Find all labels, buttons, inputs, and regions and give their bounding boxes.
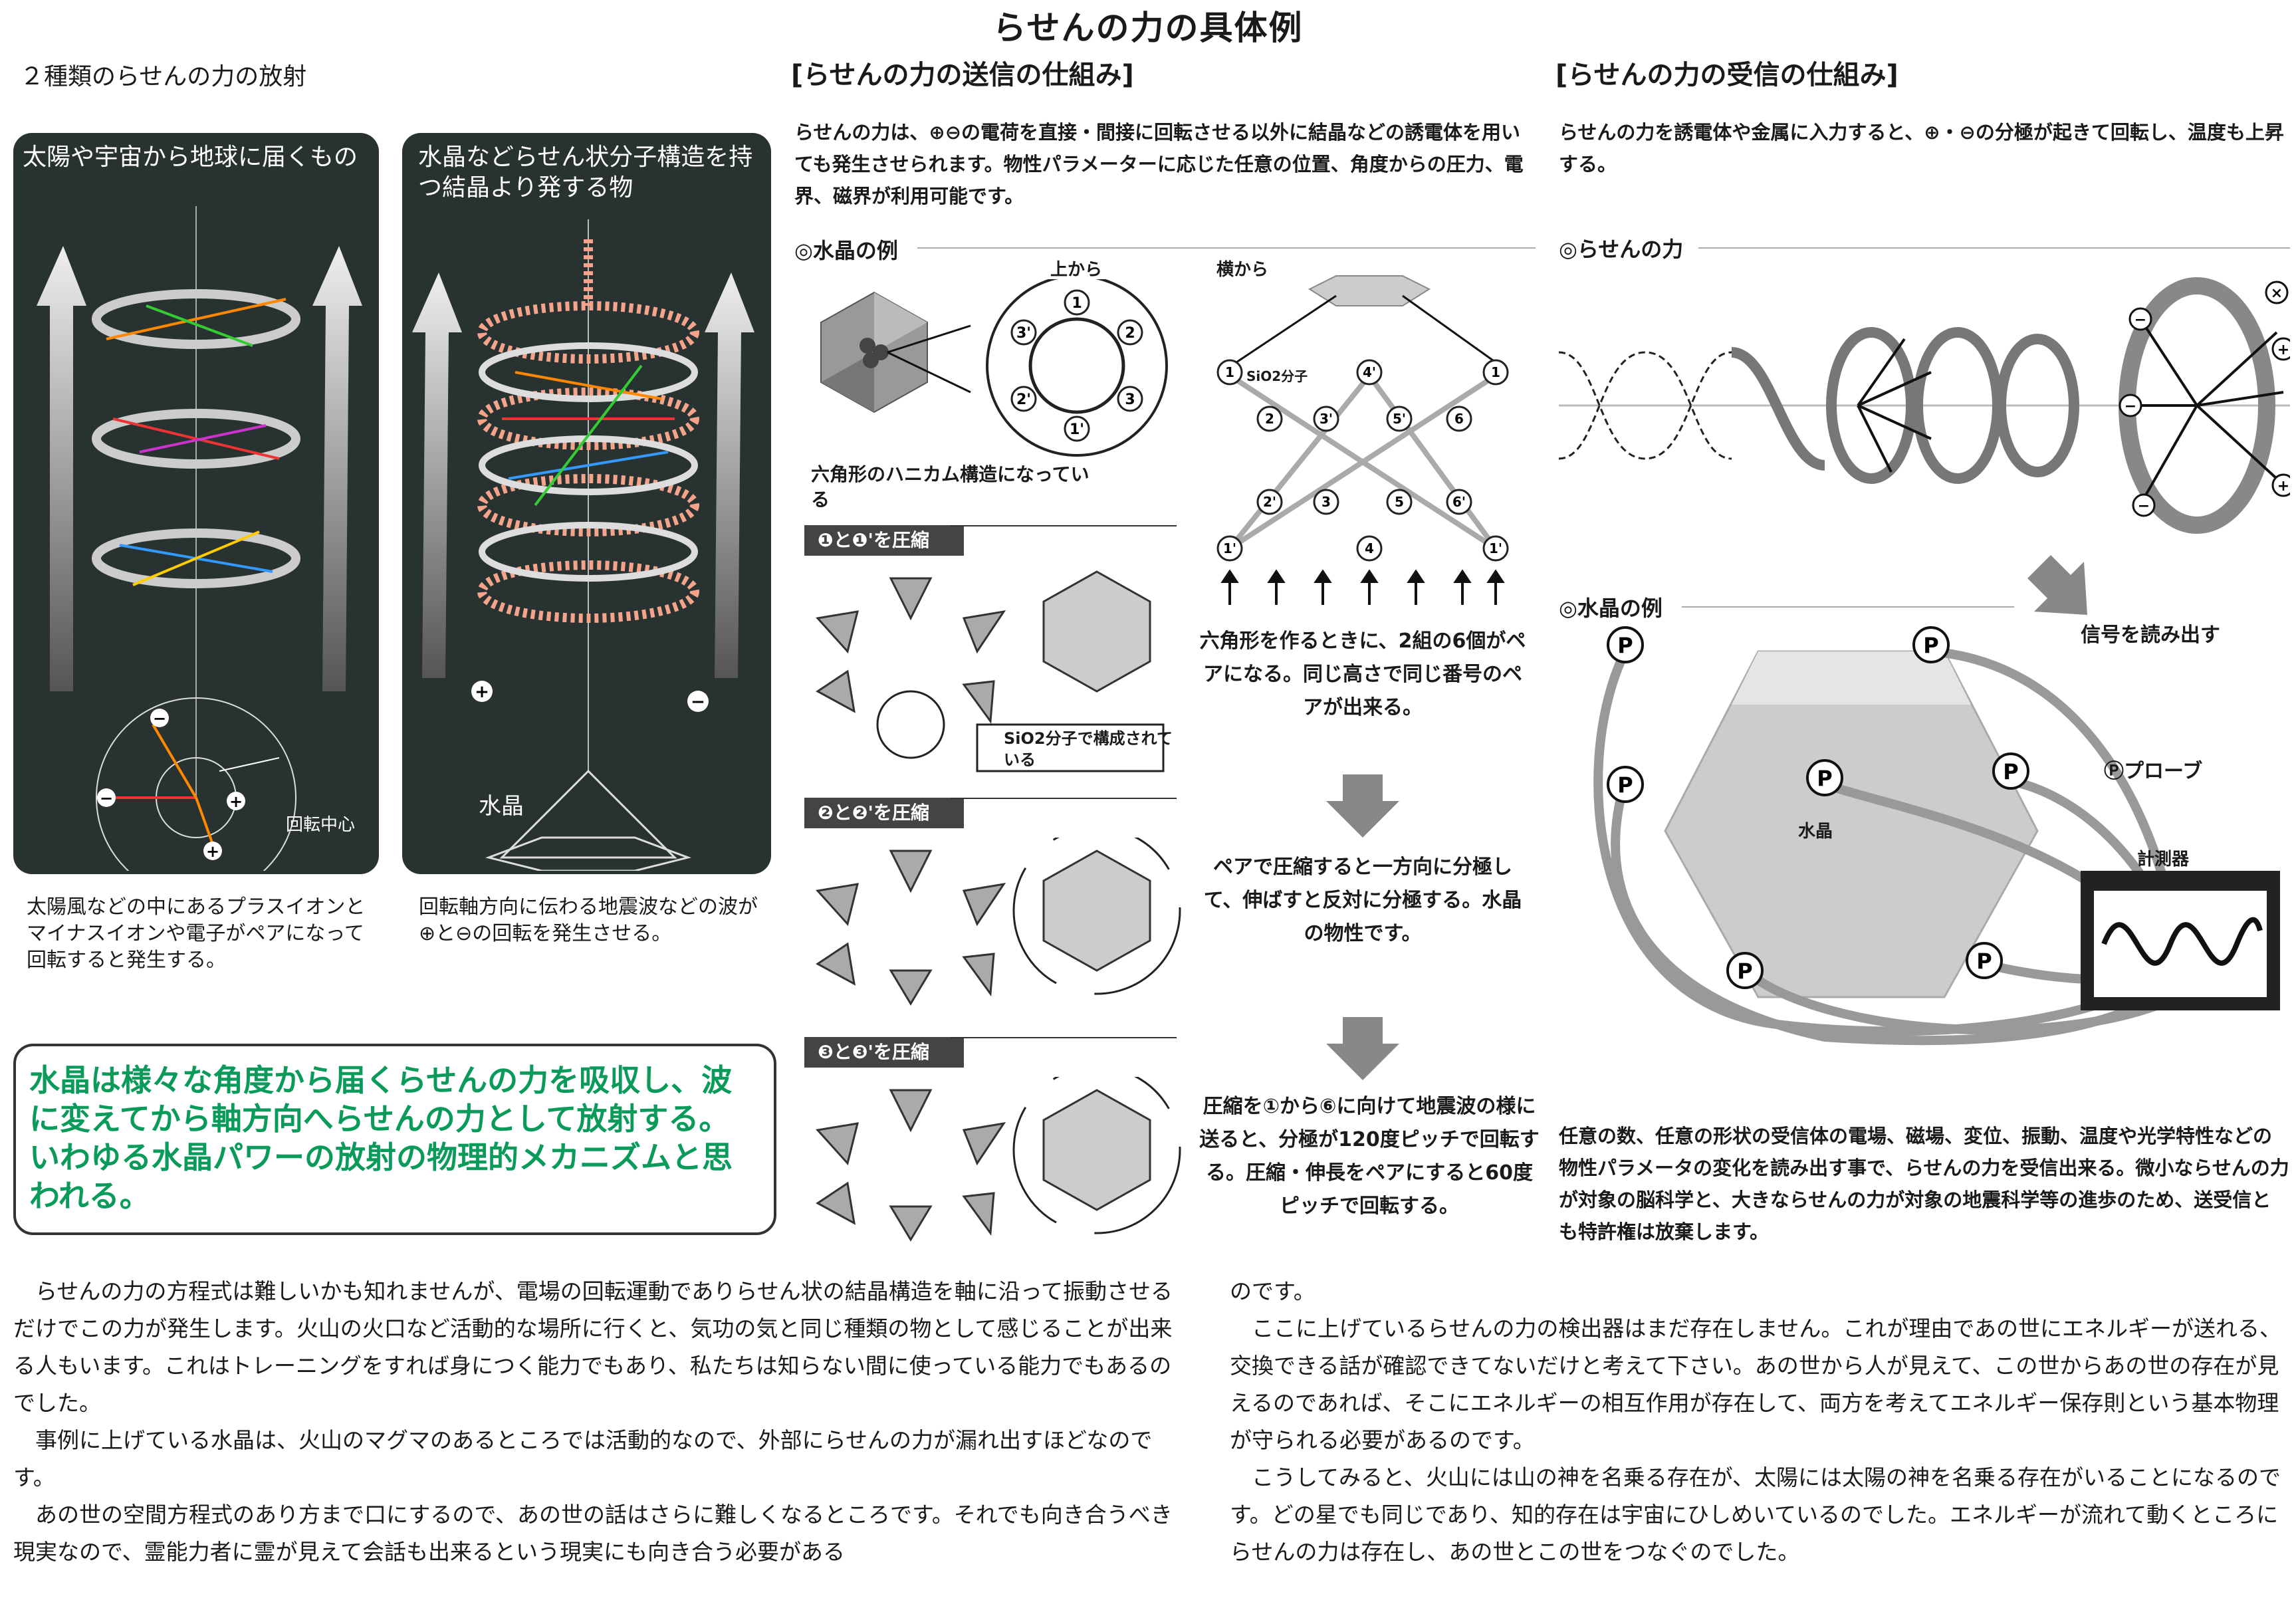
compress-3-diagram bbox=[816, 1077, 1181, 1242]
spiral-label: ◎らせんの力 bbox=[1559, 237, 1684, 262]
diagonal-arrow-icon bbox=[2027, 555, 2087, 615]
caption-sun: 太陽風などの中にあるプラスイオンとマイナスイオンや電子がペアになって回転すると発… bbox=[27, 895, 366, 972]
svg-text:+: + bbox=[229, 792, 243, 811]
highlight-box: 水晶は様々な角度から届くらせんの力を吸収し、波に変えてから軸方向へらせんの力とし… bbox=[13, 1044, 776, 1235]
svg-text:5: 5 bbox=[1395, 494, 1404, 510]
transmit-heading: [らせんの力の送信の仕組み] bbox=[791, 60, 1134, 90]
compress-3-bar: ❸と❸'を圧縮 bbox=[804, 1037, 964, 1068]
sio2-note: SiO2分子で構成されている bbox=[1004, 729, 1173, 769]
svg-text:2': 2' bbox=[1016, 392, 1031, 408]
svg-text:−: − bbox=[2134, 312, 2146, 328]
arrow-up-right-icon bbox=[312, 246, 362, 691]
svg-text:P: P bbox=[2003, 759, 2018, 784]
panel-crystal: 水晶などらせん状分子構造を持つ結晶より発する物 + − 水晶 bbox=[402, 133, 771, 874]
svg-text:2: 2 bbox=[1265, 411, 1274, 427]
svg-text:×: × bbox=[2271, 285, 2283, 302]
divider bbox=[951, 798, 1177, 799]
sio2-label: SiO2分子 bbox=[1246, 368, 1308, 384]
svg-text:2': 2' bbox=[1263, 494, 1276, 510]
svg-text:P: P bbox=[1737, 959, 1752, 984]
body-text-left: らせんの力の方程式は難しいかも知れませんが、電場の回転運動でありらせん状の結晶構… bbox=[13, 1278, 1173, 1565]
receive-intro: らせんの力を誘電体や金属に入力すると、⊕・⊖の分極が起きて回転し、温度も上昇する… bbox=[1559, 121, 2284, 175]
divider bbox=[1698, 247, 2290, 249]
left-subtitle: ２種類のらせんの力の放射 bbox=[20, 63, 307, 90]
receive-caption: 任意の数、任意の形状の受信体の電場、磁場、変位、振動、温度や光学特性などの物性パ… bbox=[1559, 1125, 2289, 1243]
honeycomb-caption: 六角形のハニカム構造になっている bbox=[811, 463, 1090, 511]
spiral-force-diagram: × + + − − − bbox=[1559, 277, 2290, 534]
receive-crystal-label: ◎水晶の例 bbox=[1559, 596, 1663, 621]
svg-text:3: 3 bbox=[1321, 494, 1331, 510]
svg-text:P: P bbox=[1617, 772, 1633, 798]
svg-text:+: + bbox=[2277, 342, 2289, 358]
arrow-up-left-icon bbox=[412, 273, 462, 678]
panel-sun: 太陽や宇宙から地球に届くもの − + + − 回転中心 bbox=[13, 133, 379, 874]
rotation-center-label: 回転中心 bbox=[286, 815, 356, 835]
divider bbox=[917, 247, 1536, 249]
svg-text:−: − bbox=[100, 789, 113, 808]
explain-pairs: 六角形を作るときに、2組の6個がペアになる。同じ高さで同じ番号のペアが出来る。 bbox=[1199, 630, 1526, 719]
side-view-diagram: 1 4' 1 2 3' 5' 6 2' 3 5 6' 1' 4 1' bbox=[1216, 275, 1509, 605]
probe-label: Ⓟプローブ bbox=[2104, 760, 2203, 783]
top-view-diagram: 1 1' 3' 2 2' 3 bbox=[820, 279, 1168, 457]
down-arrow-icon bbox=[1326, 774, 1399, 838]
svg-text:1: 1 bbox=[1491, 364, 1500, 380]
read-signal-label: 信号を読み出す bbox=[2081, 624, 2220, 647]
compress-2-diagram bbox=[816, 838, 1181, 1006]
divider bbox=[1682, 606, 2014, 608]
svg-text:1: 1 bbox=[1225, 364, 1234, 380]
body-text-right: のです。 ここに上げているらせんの力の検出器はまだ存在しません。これが理由であの… bbox=[1230, 1278, 2282, 1565]
svg-text:5': 5' bbox=[1393, 411, 1406, 427]
panel-sun-title: 太陽や宇宙から地球に届くもの bbox=[23, 144, 358, 171]
compress-1-bar: ❶と❶'を圧縮 bbox=[804, 525, 964, 556]
transmit-intro: らせんの力は、⊕⊖の電荷を直接・間接に回転させる以外に結晶などの誘電体を用いても… bbox=[794, 121, 1524, 207]
crystal-label: 水晶 bbox=[479, 793, 524, 820]
crystal-helix-illustration: + − bbox=[412, 219, 754, 871]
receiver-diagram: P P P P P P P bbox=[1593, 626, 2280, 1046]
svg-text:3': 3' bbox=[1016, 325, 1031, 342]
svg-text:1: 1 bbox=[1072, 295, 1082, 312]
svg-text:+: + bbox=[2277, 478, 2289, 495]
panel-crystal-title: 水晶などらせん状分子構造を持つ結晶より発する物 bbox=[418, 144, 753, 201]
receiver-crystal-label: 水晶 bbox=[1798, 822, 1833, 842]
svg-text:4: 4 bbox=[1365, 540, 1374, 556]
svg-text:1': 1' bbox=[1489, 540, 1502, 556]
svg-text:1': 1' bbox=[1223, 540, 1236, 556]
from-side-label: 横から bbox=[1216, 260, 1269, 280]
explain-rotation: 圧縮を①から⑥に向けて地震波の様に送ると、分極が120度ピッチで回転する。圧縮・… bbox=[1199, 1095, 1540, 1218]
svg-text:2: 2 bbox=[1125, 325, 1135, 342]
explain-polarize: ペアで圧縮すると一方向に分極して、伸ばすと反対に分極する。水晶の物性です。 bbox=[1203, 856, 1522, 945]
svg-text:P: P bbox=[1617, 633, 1633, 658]
compress-1-diagram bbox=[816, 570, 1165, 772]
svg-text:−: − bbox=[2124, 398, 2136, 415]
svg-text:P: P bbox=[1976, 949, 1992, 974]
svg-text:3: 3 bbox=[1125, 392, 1135, 408]
svg-text:−: − bbox=[153, 709, 166, 728]
divider bbox=[951, 1037, 1177, 1038]
svg-text:P: P bbox=[1923, 633, 1938, 658]
highlight-text: 水晶は様々な角度から届くらせんの力を吸収し、波に変えてから軸方向へらせんの力とし… bbox=[29, 1062, 733, 1214]
down-arrow-icon bbox=[1326, 1017, 1399, 1080]
compress-2-bar: ❷と❷'を圧縮 bbox=[804, 798, 964, 828]
arrow-up-left-icon bbox=[37, 246, 86, 691]
page-title: らせんの力の具体例 bbox=[992, 9, 1304, 47]
crystal-example-label: ◎水晶の例 bbox=[794, 238, 898, 263]
svg-text:3': 3' bbox=[1320, 411, 1333, 427]
svg-text:6: 6 bbox=[1454, 411, 1464, 427]
arrow-up-right-icon bbox=[705, 273, 754, 678]
from-top-label: 上から bbox=[1050, 260, 1103, 280]
meter-label: 計測器 bbox=[2137, 850, 2190, 869]
solar-helix-illustration: − + + − bbox=[37, 206, 362, 871]
svg-text:−: − bbox=[691, 692, 705, 712]
svg-text:1': 1' bbox=[1070, 421, 1084, 438]
svg-text:+: + bbox=[206, 842, 219, 861]
svg-text:−: − bbox=[2138, 498, 2150, 515]
svg-text:+: + bbox=[475, 682, 489, 702]
svg-text:P: P bbox=[1817, 766, 1832, 791]
svg-text:6': 6' bbox=[1452, 494, 1466, 510]
divider bbox=[951, 525, 1177, 526]
svg-text:4': 4' bbox=[1363, 364, 1376, 380]
caption-crystal: 回転軸方向に伝わる地震波などの波が⊕と⊖の回転を発生させる。 bbox=[419, 895, 758, 945]
receive-heading: [らせんの力の受信の仕組み] bbox=[1555, 60, 1898, 90]
